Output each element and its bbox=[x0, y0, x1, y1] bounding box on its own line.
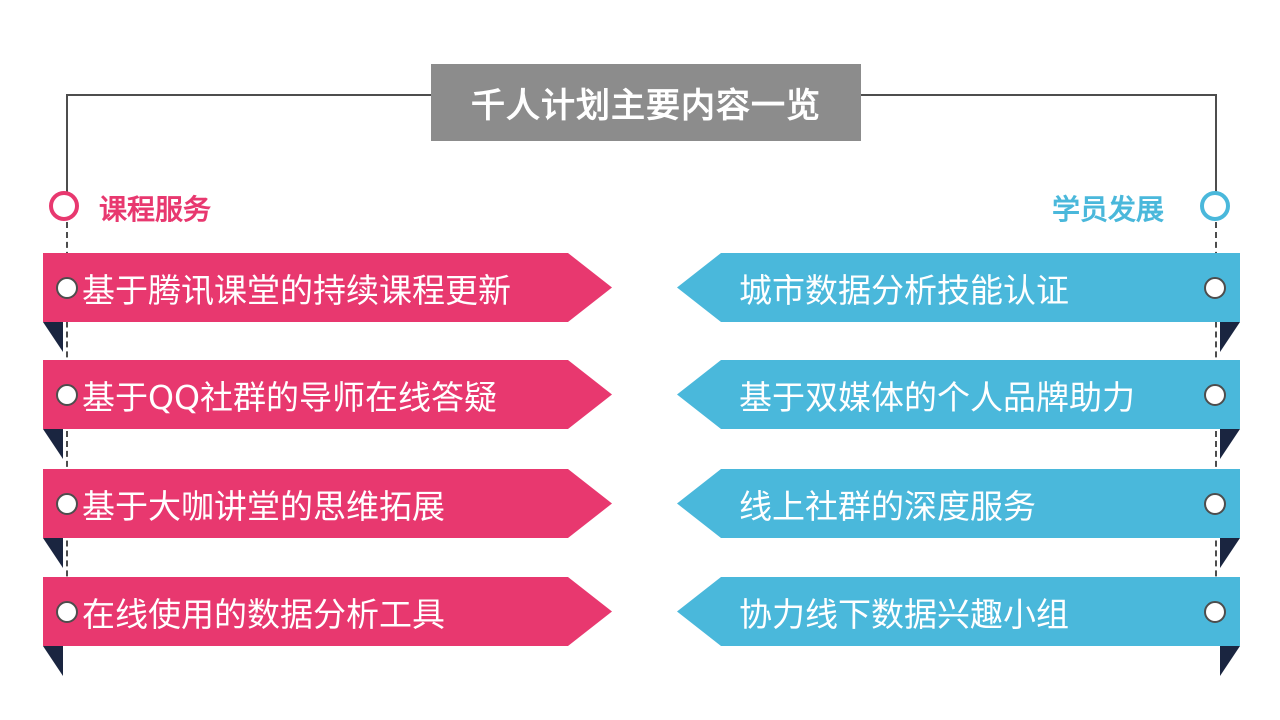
right-banner-2-node-icon bbox=[1204, 384, 1226, 406]
left-category-circle-icon bbox=[49, 191, 79, 221]
right-banner-fold bbox=[1220, 538, 1240, 568]
right-banner-4-node-icon bbox=[1204, 601, 1226, 623]
frame-line-left-vertical bbox=[66, 94, 68, 192]
left-banner-2: 基于QQ社群的导师在线答疑 bbox=[43, 360, 612, 429]
left-banner-3: 基于大咖讲堂的思维拓展 bbox=[43, 469, 612, 538]
right-banner-4: 协力线下数据兴趣小组 bbox=[677, 577, 1240, 646]
right-banner-3-text: 线上社群的深度服务 bbox=[739, 486, 1036, 526]
left-banner-fold bbox=[43, 322, 63, 352]
left-banner-fold bbox=[43, 429, 63, 459]
left-banner-1-node-icon bbox=[56, 277, 78, 299]
right-banner-1: 城市数据分析技能认证 bbox=[677, 253, 1240, 322]
left-banner-fold bbox=[43, 538, 63, 568]
left-category-label: 课程服务 bbox=[99, 193, 212, 226]
right-banner-fold bbox=[1220, 322, 1240, 352]
left-banner-4: 在线使用的数据分析工具 bbox=[43, 577, 612, 646]
diagram-title: 千人计划主要内容一览 bbox=[431, 64, 861, 141]
right-category-label: 学员发展 bbox=[1052, 193, 1165, 226]
right-banner-4-text: 协力线下数据兴趣小组 bbox=[739, 594, 1069, 634]
left-banner-fold bbox=[43, 646, 63, 676]
frame-line-right-vertical bbox=[1215, 94, 1217, 192]
left-banner-4-node-icon bbox=[56, 601, 78, 623]
right-banner-fold bbox=[1220, 429, 1240, 459]
right-banner-1-node-icon bbox=[1204, 277, 1226, 299]
left-banner-4-text: 在线使用的数据分析工具 bbox=[82, 594, 445, 634]
frame-line-top-right bbox=[860, 94, 1216, 96]
left-dashed-connector bbox=[66, 222, 68, 646]
left-banner-1-text: 基于腾讯课堂的持续课程更新 bbox=[82, 270, 511, 310]
left-banner-2-node-icon bbox=[56, 384, 78, 406]
left-banner-2-text: 基于QQ社群的导师在线答疑 bbox=[82, 377, 497, 417]
right-banner-3: 线上社群的深度服务 bbox=[677, 469, 1240, 538]
frame-line-top-left bbox=[66, 94, 432, 96]
right-banner-1-text: 城市数据分析技能认证 bbox=[739, 270, 1069, 310]
right-banner-fold bbox=[1220, 646, 1240, 676]
right-dashed-connector bbox=[1215, 222, 1217, 646]
right-banner-2: 基于双媒体的个人品牌助力 bbox=[677, 360, 1240, 429]
left-banner-1: 基于腾讯课堂的持续课程更新 bbox=[43, 253, 612, 322]
left-banner-3-node-icon bbox=[56, 493, 78, 515]
right-category-circle-icon bbox=[1200, 191, 1230, 221]
right-banner-3-node-icon bbox=[1204, 493, 1226, 515]
right-banner-2-text: 基于双媒体的个人品牌助力 bbox=[739, 377, 1135, 417]
left-banner-3-text: 基于大咖讲堂的思维拓展 bbox=[82, 486, 445, 526]
